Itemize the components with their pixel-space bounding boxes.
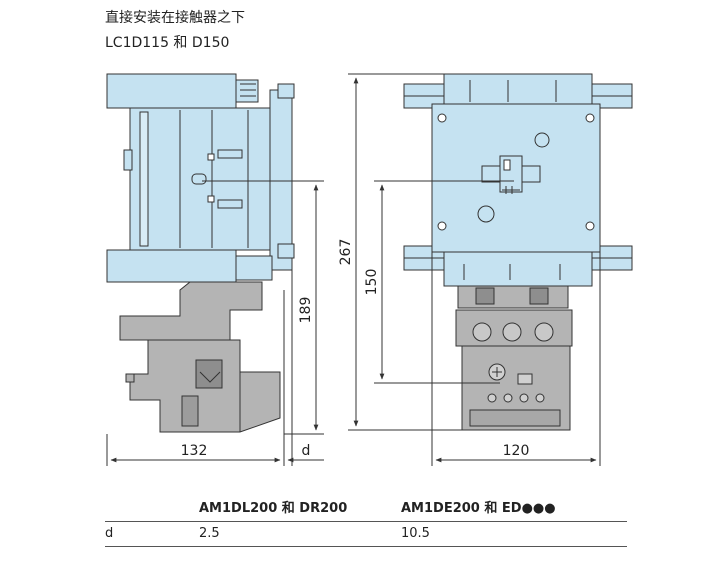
side-relay-upper: [119, 281, 263, 341]
side-width-label: 132: [181, 443, 208, 459]
diagram-title: 直接安装在接触器之下: [105, 10, 245, 26]
diagram-subtitle: LC1D115 和 D150: [105, 35, 230, 51]
table-cell: d: [105, 526, 114, 541]
dimension-drawing: 132 d 189: [106, 73, 633, 466]
front-view: [403, 73, 633, 431]
front-mount-height-label: 150: [364, 269, 380, 296]
table-row: d 2.5 10.5: [105, 522, 627, 546]
side-bottom-block: [106, 249, 237, 283]
side-view: [106, 73, 295, 433]
front-dimensions: [348, 73, 601, 466]
side-height-label: 189: [298, 297, 314, 324]
table-header-cell: AM1DL200 和 DR200: [199, 501, 348, 516]
side-top-block: [106, 73, 237, 109]
table-divider: [105, 521, 627, 522]
table-divider: [105, 546, 627, 547]
front-total-height-label: 267: [338, 239, 354, 266]
front-width-label: 120: [503, 443, 530, 459]
table-cell: 2.5: [199, 526, 220, 541]
side-dimensions: [106, 180, 324, 466]
table-header-row: AM1DL200 和 DR200 AM1DE200 和 ED●●●: [105, 497, 627, 521]
dimension-table: AM1DL200 和 DR200 AM1DE200 和 ED●●● d 2.5 …: [105, 497, 627, 547]
front-relay-top: [457, 285, 569, 309]
table-cell: 10.5: [401, 526, 430, 541]
table-header-cell: AM1DE200 和 ED●●●: [401, 501, 556, 516]
side-offset-label: d: [302, 443, 311, 459]
